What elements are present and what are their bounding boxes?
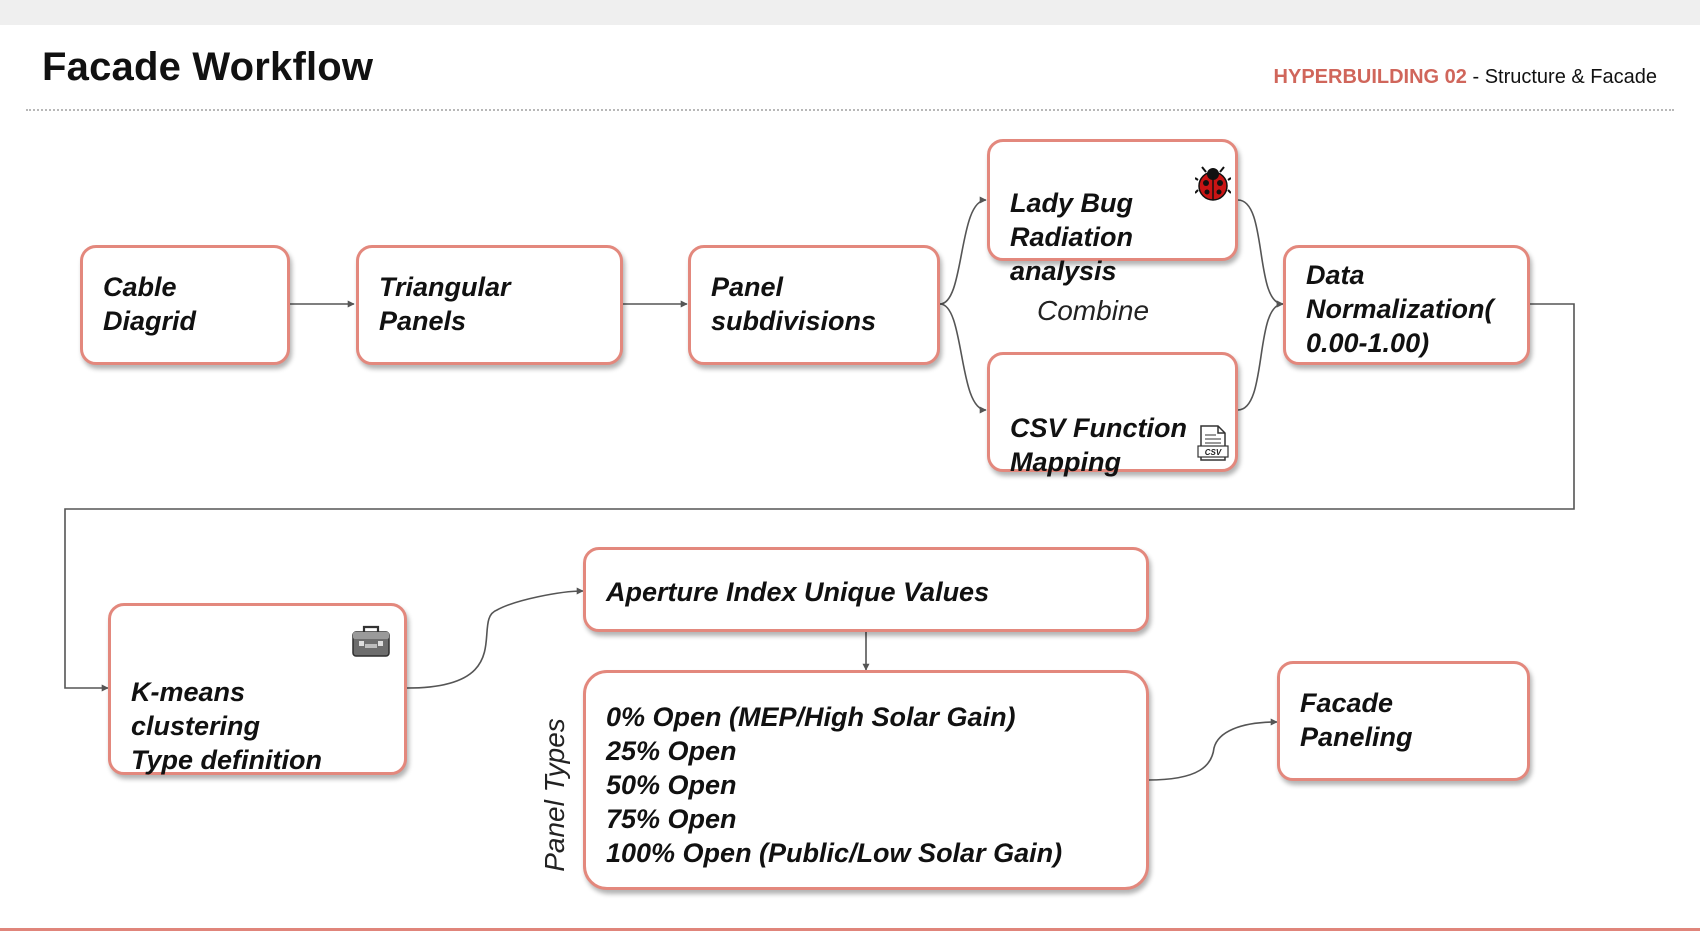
node-kmeans-label: K-means clustering Type definition: [131, 677, 322, 775]
node-data-normalization: Data Normalization( 0.00-1.00): [1283, 245, 1530, 365]
arrow-subdivisions-to-ladybug: [939, 196, 987, 305]
node-aperture-index: Aperture Index Unique Values: [583, 547, 1149, 632]
top-strip: [0, 0, 1700, 25]
node-csv-mapping: CSV Function Mapping CSV: [987, 352, 1238, 477]
bottom-divider: [0, 928, 1700, 931]
section-name: Structure & Facade: [1484, 66, 1657, 88]
arrow-panel-types-to-facade: [1147, 718, 1278, 781]
panel-types-label: Panel Types: [539, 718, 570, 872]
ladybug-icon: [1195, 166, 1231, 201]
project-name: HYPERBUILDING 02: [1273, 66, 1467, 88]
node-ladybug-label: Lady Bug Radiation analysis: [1010, 188, 1134, 286]
node-panel-types: 0% Open (MEP/High Solar Gain) 25% Open 5…: [583, 670, 1149, 890]
arrow-kmeans-to-aperture: [406, 587, 584, 689]
node-csv-label: CSV Function Mapping: [1010, 413, 1187, 477]
node-facade-paneling: Facade Paneling: [1277, 661, 1530, 781]
node-cable-diagrid: Cable Diagrid: [80, 245, 290, 365]
node-ladybug-radiation: Lady Bug Radiation analysis: [987, 139, 1238, 286]
header-subtitle: HYPERBUILDING 02 - Structure & Facade: [1274, 66, 1657, 89]
toolbox-icon: [352, 625, 390, 657]
csv-file-icon: CSV: [1197, 425, 1229, 461]
header-separator: -: [1466, 66, 1485, 88]
arrow-normalization-to-kmeans: [64, 303, 1575, 692]
node-panel-subdivisions: Panel subdivisions: [688, 245, 940, 365]
combine-label: Combine: [1037, 295, 1150, 326]
node-kmeans: K-means clustering Type definition: [108, 603, 407, 775]
arrow-ladybug-to-normalization: [1237, 199, 1284, 308]
arrow-subdivisions-to-csv: [939, 303, 987, 414]
page-title: Facade Workflow: [42, 45, 374, 89]
title-divider: [26, 109, 1674, 111]
node-triangular-panels: Triangular Panels: [356, 245, 623, 365]
csv-icon-text: CSV: [1205, 448, 1222, 457]
arrow-csv-to-normalization: [1237, 300, 1284, 411]
